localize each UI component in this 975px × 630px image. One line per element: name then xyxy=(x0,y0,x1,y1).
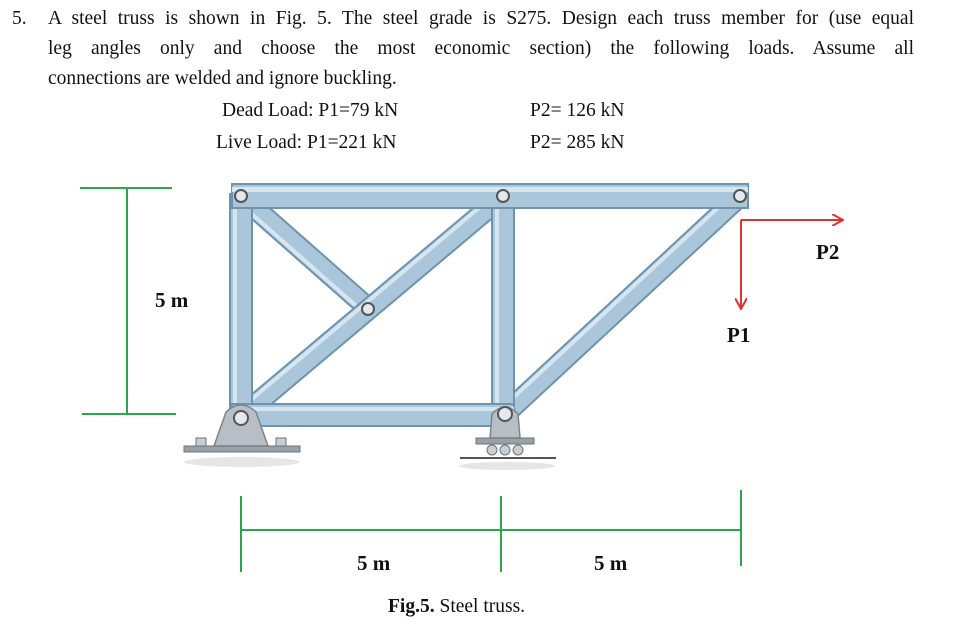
dead-load-p2: P2= 126 kN xyxy=(530,100,625,121)
p2-label: P2 xyxy=(816,240,839,264)
dead-load-p1: Dead Load: P1=79 kN xyxy=(222,100,399,121)
support-pinned-left xyxy=(183,404,301,467)
question-line-2: leg angles only and choose the most econ… xyxy=(48,38,914,59)
p1-label: P1 xyxy=(727,323,750,347)
pin-top-right xyxy=(733,189,747,203)
question-line-3: connections are welded and ignore buckli… xyxy=(48,68,397,89)
span-left-label: 5 m xyxy=(357,551,391,575)
member-vertical-left xyxy=(229,193,253,419)
caption-label: Fig.5. xyxy=(388,596,435,617)
load-arrows xyxy=(741,220,842,308)
pin-joints xyxy=(234,189,747,316)
member-diagonal-right xyxy=(497,187,748,423)
span-dimension xyxy=(240,490,742,572)
support-roller-middle xyxy=(459,406,556,470)
live-load-p2: P2= 285 kN xyxy=(530,132,625,153)
height-label: 5 m xyxy=(155,288,189,312)
member-diagonal-left-down xyxy=(233,187,376,317)
figure-caption: Fig.5. Steel truss. xyxy=(388,596,525,618)
question-number: 5. xyxy=(12,8,27,29)
span-right-label: 5 m xyxy=(594,551,628,575)
question-line-1: A steel truss is shown in Fig. 5. The st… xyxy=(48,8,914,29)
member-bottom-chord xyxy=(231,403,515,427)
truss-members xyxy=(229,183,749,427)
height-dimension xyxy=(80,187,176,415)
member-top-chord xyxy=(231,183,749,209)
live-load-p1: Live Load: P1=221 kN xyxy=(216,132,397,153)
pin-top-middle xyxy=(496,189,510,203)
pin-top-left xyxy=(234,189,248,203)
member-vertical-middle xyxy=(491,193,515,419)
caption-text: Steel truss. xyxy=(434,596,526,617)
pin-middle-cross xyxy=(361,302,375,316)
